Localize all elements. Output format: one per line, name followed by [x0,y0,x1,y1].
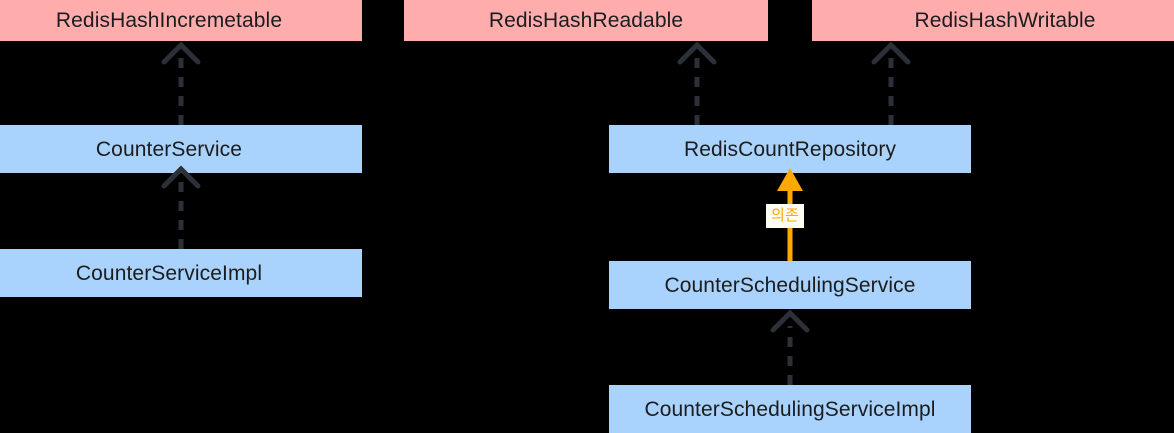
node-label: CounterSchedulingService [664,273,916,297]
edge-counterserviceimpl-to-counterservice [161,165,201,249]
chevron-arrowhead-icon [871,41,911,65]
node-redis-count-repository[interactable]: RedisCountRepository [609,125,971,173]
node-label: RedisHashWritable [914,9,1096,32]
node-counter-scheduling-service[interactable]: CounterSchedulingService [609,261,971,309]
edge-label-dependency: 의존 [766,204,805,228]
node-label: RedisCountRepository [683,137,897,161]
node-label: CounterSchedulingServiceImpl [644,397,936,421]
edge-repository-to-readable [677,41,717,125]
edge-counterservice-to-incrementable [161,41,201,125]
node-redis-hash-writable[interactable]: RedisHashWritable [812,0,1174,41]
chevron-arrowhead-icon [161,41,201,65]
node-counter-service[interactable]: CounterService [0,125,362,173]
chevron-arrowhead-icon [677,41,717,65]
node-label: CounterServiceImpl [75,261,263,285]
node-label: RedisHashIncremetable [55,9,283,32]
chevron-arrowhead-icon [770,309,810,333]
node-redis-hash-readable[interactable]: RedisHashReadable [404,0,768,41]
node-redis-hash-incrementable[interactable]: RedisHashIncremetable [0,0,362,41]
edge-schedulingimpl-to-scheduling [770,309,810,385]
node-counter-service-impl[interactable]: CounterServiceImpl [0,249,362,297]
edge-label-text: 의존 [771,207,800,224]
node-label: RedisHashReadable [488,9,684,32]
node-counter-scheduling-service-impl[interactable]: CounterSchedulingServiceImpl [609,385,971,433]
edge-repository-to-writable [871,41,911,125]
node-label: CounterService [95,137,243,161]
